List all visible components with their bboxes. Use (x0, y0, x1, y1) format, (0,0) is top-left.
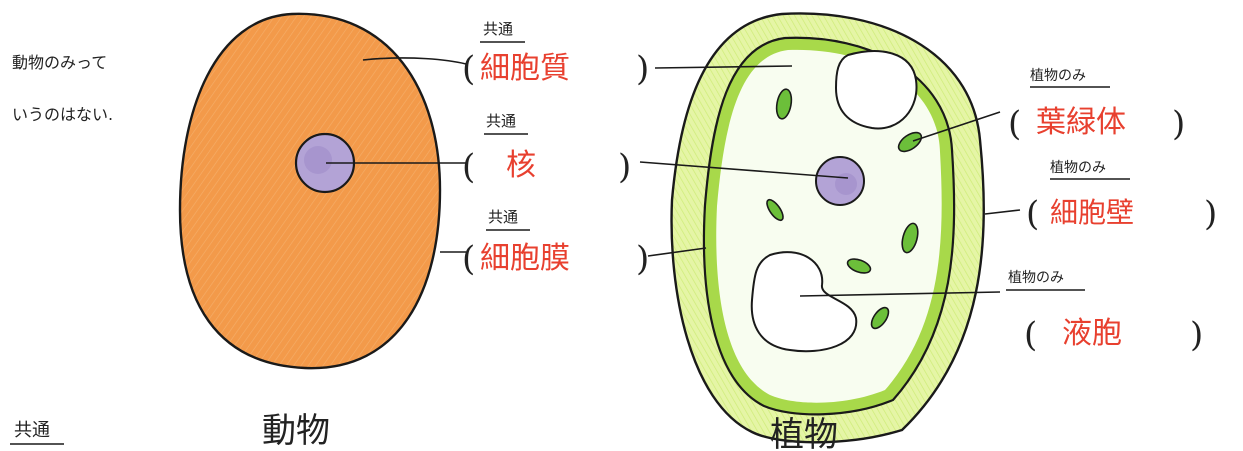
label-chloroplast-category: 植物のみ (1030, 68, 1086, 84)
vacuole-lower (750, 251, 858, 353)
animal-nucleus-shade (304, 146, 332, 174)
plant-caption: 植物 (770, 415, 838, 451)
label-cytoplasm-open-paren: ( (462, 49, 475, 89)
label-cell-membrane-category: 共通 (488, 208, 518, 226)
leader-line-nucleus-plant (639, 161, 849, 179)
plant-cell (670, 12, 985, 444)
plant-nucleus-shade (835, 173, 857, 195)
label-vacuole: 植物のみ ( 液胞 ) (1006, 270, 1203, 355)
captions: 共通 動物 植物 (10, 411, 838, 451)
label-nucleus-close-paren: ) (618, 147, 631, 187)
label-vacuole-category: 植物のみ (1008, 270, 1064, 286)
label-chloroplast: 植物のみ ( 葉緑体 ) (1008, 68, 1185, 144)
vacuole-upper (834, 50, 918, 130)
label-cell-wall-category: 植物のみ (1050, 160, 1106, 176)
label-cell-membrane: 共通 ( 細胞膜 ) (462, 208, 649, 279)
label-cell-membrane-term: 細胞膜 (480, 241, 570, 276)
leader-line-membrane-plant (647, 247, 707, 257)
label-chloroplast-close-paren: ) (1172, 104, 1185, 144)
label-vacuole-close-paren: ) (1190, 315, 1203, 355)
label-nucleus-category: 共通 (486, 112, 516, 130)
animal-cell (178, 12, 442, 370)
chloroplast (775, 88, 793, 120)
label-cytoplasm-close-paren: ) (636, 49, 649, 89)
label-vacuole-open-paren: ( (1024, 315, 1037, 355)
label-vacuole-term: 液胞 (1062, 316, 1122, 351)
label-cell-wall-close-paren: ) (1204, 194, 1217, 234)
leader-line-chloroplast (912, 111, 1001, 142)
legend-common: 共通 (14, 420, 50, 441)
label-cell-membrane-close-paren: ) (636, 239, 649, 279)
leader-lines (326, 57, 1021, 297)
chloroplast (766, 198, 784, 222)
leader-line-cytoplasm-animal (362, 57, 467, 65)
label-chloroplast-open-paren: ( (1008, 104, 1021, 144)
chloroplast (897, 131, 923, 153)
chloroplast (901, 222, 919, 254)
leader-line-cell-wall (984, 209, 1021, 215)
chloroplasts (766, 88, 923, 330)
chloroplast (846, 258, 872, 274)
side-note-line-1: 動物のみって (12, 53, 107, 72)
label-nucleus: 共通 ( 核 ) (462, 112, 631, 187)
animal-cell-body (178, 12, 442, 370)
side-note-line-2: いうのはない. (12, 105, 113, 124)
label-cell-wall-term: 細胞壁 (1050, 196, 1134, 229)
animal-caption: 動物 (262, 411, 330, 451)
label-cytoplasm-category: 共通 (483, 20, 513, 38)
leader-line-vacuole (799, 291, 1001, 297)
label-cytoplasm-term: 細胞質 (480, 51, 570, 86)
label-chloroplast-term: 葉緑体 (1036, 105, 1126, 140)
label-cell-membrane-open-paren: ( (462, 239, 475, 279)
label-cell-wall-open-paren: ( (1026, 194, 1039, 234)
chloroplast (870, 306, 890, 330)
label-cytoplasm: 共通 ( 細胞質 ) (462, 20, 649, 89)
leader-line-cytoplasm-plant (654, 65, 793, 69)
label-nucleus-term: 核 (506, 148, 536, 183)
side-note: 動物のみって いうのはない. (12, 53, 113, 124)
label-cell-wall: 植物のみ ( 細胞壁 ) (1026, 160, 1217, 234)
label-nucleus-open-paren: ( (462, 147, 475, 187)
